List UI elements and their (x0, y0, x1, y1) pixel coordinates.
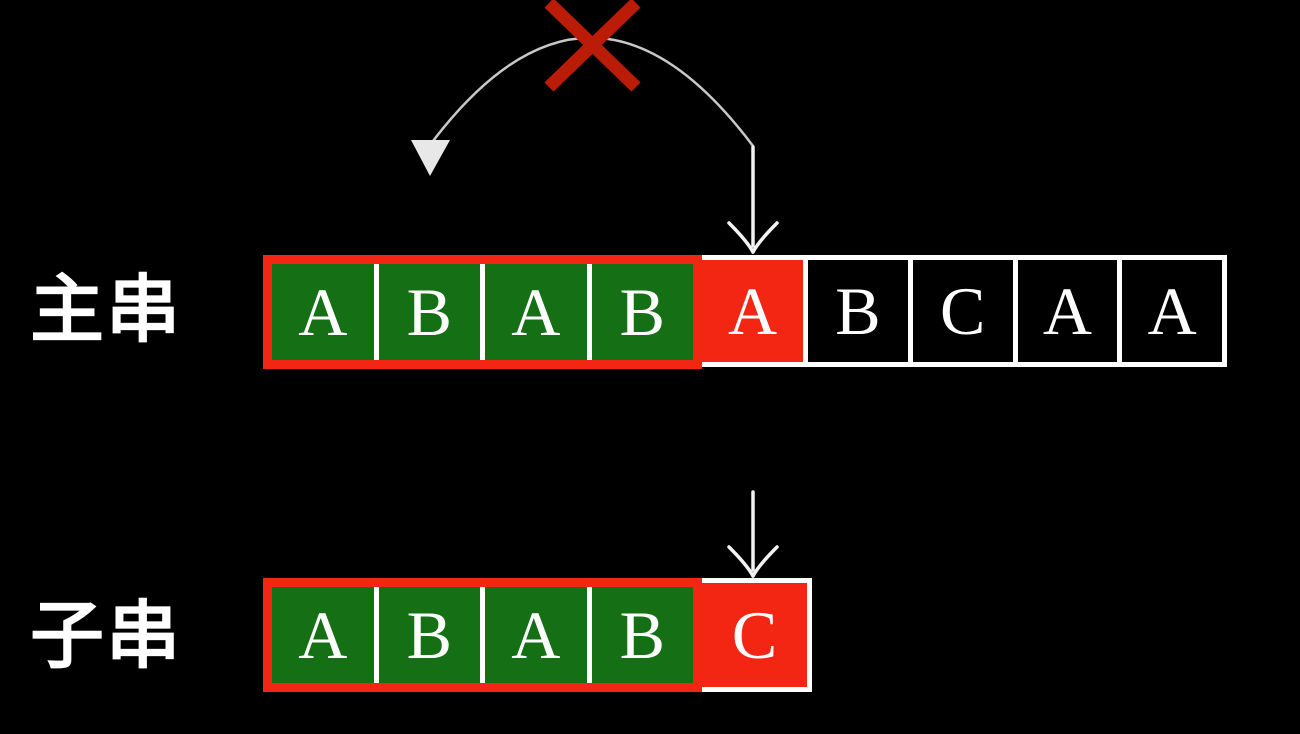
sub-matched-cell: A (485, 587, 587, 683)
sub-string-label: 子串 (30, 594, 182, 677)
main-string-label: 主串 (30, 268, 182, 351)
main-remaining-cell: A (1122, 260, 1222, 362)
main-remaining-cell: C (912, 260, 1013, 362)
main-remaining-group: B C A A (808, 255, 1227, 367)
main-remaining-cell: A (1017, 260, 1118, 362)
main-pointer-down-arrow-icon (727, 145, 779, 254)
sub-matched-cell: A (272, 587, 374, 683)
main-mismatch-cell: A (702, 255, 808, 367)
main-matched-cell: B (591, 264, 693, 360)
arc-arrowhead-icon (411, 140, 450, 176)
cross-icon (544, 0, 641, 92)
sub-matched-cell: B (378, 587, 480, 683)
sub-mismatch-cell: C (702, 578, 812, 692)
sub-matched-cell: B (591, 587, 693, 683)
main-remaining-cell: B (808, 260, 908, 362)
main-matched-cell: B (378, 264, 480, 360)
sub-matched-group: A B A B (263, 578, 702, 692)
sub-pointer-down-arrow-icon (727, 490, 779, 578)
main-matched-group: A B A B (263, 255, 702, 369)
main-matched-cell: A (272, 264, 374, 360)
main-matched-cell: A (485, 264, 587, 360)
